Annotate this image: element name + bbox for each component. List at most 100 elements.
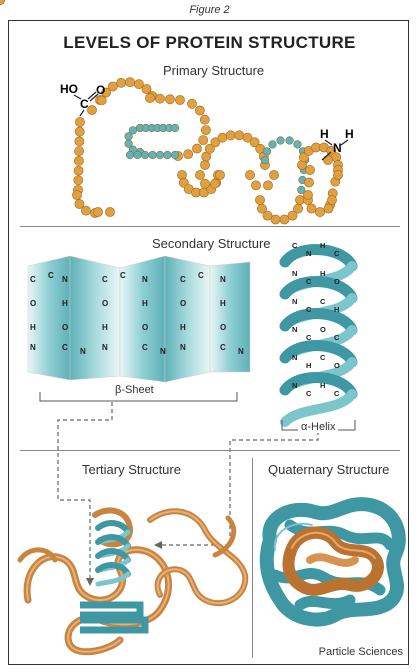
sheet-atom: O: [180, 299, 186, 308]
sheet-atom: H: [62, 299, 68, 308]
amino-acid-bead: [87, 105, 97, 115]
helix-atom: H: [334, 305, 339, 314]
amino-acid-bead: [263, 180, 273, 191]
helix-atom: N: [292, 381, 297, 390]
sheet-atom: C: [142, 343, 148, 352]
sheet-atom: H: [180, 323, 186, 332]
amino-acid-bead: [170, 123, 180, 133]
amino-acid-bead: [315, 207, 325, 217]
amino-acid-bead: [74, 146, 84, 156]
amino-acid-bead: [333, 170, 343, 180]
helix-atom: H: [320, 241, 325, 250]
amino-acid-bead: [145, 93, 155, 103]
helix-atom: C: [306, 305, 312, 314]
amino-acid-bead: [199, 114, 210, 125]
amino-acid-bead: [170, 150, 180, 160]
sheet-atom: O: [142, 323, 148, 332]
amino-acid-bead: [260, 155, 270, 165]
carboxyl-ho-text: HO: [60, 82, 78, 96]
sheet-atom: H: [30, 323, 36, 332]
sheet-atom: C: [62, 343, 68, 352]
tertiary-structure-label: Tertiary Structure: [82, 462, 181, 477]
amino-acid-bead: [165, 94, 175, 105]
sheet-atom: O: [220, 323, 226, 332]
amino-acid-bead: [74, 136, 85, 147]
amino-acid-bead: [192, 143, 202, 154]
figure-label: Figure 2: [189, 4, 230, 16]
sheet-atom: O: [102, 299, 108, 308]
credit-text: Particle Sciences: [318, 646, 403, 658]
amine-h2-text: H: [345, 127, 354, 141]
sheet-atom: N: [80, 347, 86, 356]
sheet-atom: H: [102, 323, 108, 332]
helix-atom: C: [320, 353, 326, 362]
sheet-atom: C: [102, 275, 108, 284]
amino-acid-bead: [198, 135, 209, 145]
sheet-atom: N: [30, 343, 36, 352]
carboxyl-c-text: C: [80, 97, 89, 111]
amino-acid-bead: [306, 203, 317, 214]
divider-vertical: [252, 458, 253, 658]
amino-acid-bead: [0, 0, 5, 5]
figure-title: LEVELS OF PROTEIN STRUCTURE: [63, 33, 356, 52]
sheet-atom: C: [120, 271, 126, 280]
amino-acid-bead: [303, 190, 313, 200]
sheet-atom: N: [220, 275, 226, 284]
helix-atom: C: [292, 241, 298, 250]
amino-acid-bead: [204, 143, 215, 154]
amino-acid-bead: [245, 170, 255, 180]
helix-atom: N: [306, 249, 311, 258]
sheet-atom: O: [62, 323, 68, 332]
sheet-atom: N: [102, 343, 108, 352]
amino-acid-bead: [194, 105, 205, 116]
sheet-atom: N: [142, 275, 148, 284]
amino-acid-bead: [293, 140, 302, 149]
amino-acid-bead: [183, 149, 194, 159]
amino-acid-bead: [262, 147, 272, 156]
helix-atom: C: [320, 297, 326, 306]
amino-acid-bead: [327, 195, 337, 205]
amino-acid-bead: [268, 140, 277, 149]
helix-atom: N: [292, 325, 297, 334]
amino-acid-bead: [175, 95, 185, 105]
helix-atom: C: [306, 277, 312, 286]
amino-acid-bead: [297, 185, 306, 195]
helix-atom: C: [306, 389, 312, 398]
sheet-atom: C: [220, 343, 226, 352]
amino-acid-bead: [73, 165, 84, 176]
amino-acid-bead: [262, 210, 273, 221]
beta-sheet-label: β-Sheet: [112, 384, 157, 396]
helix-atom: C: [334, 249, 340, 258]
amino-acid-bead: [81, 205, 91, 216]
amino-acid-bead: [200, 178, 210, 189]
sheet-atom: C: [30, 275, 36, 284]
amino-acid-bead: [210, 178, 220, 189]
sheet-atom: C: [198, 271, 204, 280]
divider-primary: [20, 226, 400, 227]
sheet-atom: O: [30, 299, 36, 308]
amino-acid-bead: [101, 87, 111, 98]
helix-atom: C: [334, 389, 340, 398]
amino-acid-bead: [270, 214, 281, 225]
amino-acid-bead: [105, 207, 115, 217]
amino-acid-bead: [141, 84, 152, 94]
amino-acid-bead: [287, 210, 298, 221]
amino-acid-bead: [93, 207, 103, 217]
amino-acid-bead: [215, 170, 225, 180]
amino-acid-bead: [133, 79, 144, 90]
amino-acid-bead: [255, 195, 265, 205]
sheet-atom: N: [238, 347, 244, 356]
amino-acid-bead: [96, 95, 107, 106]
divider-secondary: [20, 450, 400, 451]
sheet-atom: N: [180, 343, 186, 352]
helix-atom: O: [334, 361, 340, 370]
helix-atom: O: [320, 325, 326, 334]
amino-acid-bead: [74, 155, 84, 166]
amino-acid-bead: [242, 132, 253, 143]
amine-h1-text: H: [320, 127, 329, 141]
helix-atom: N: [292, 297, 297, 306]
primary-structure-label: Primary Structure: [163, 63, 265, 78]
amino-acid-bead: [195, 170, 205, 180]
